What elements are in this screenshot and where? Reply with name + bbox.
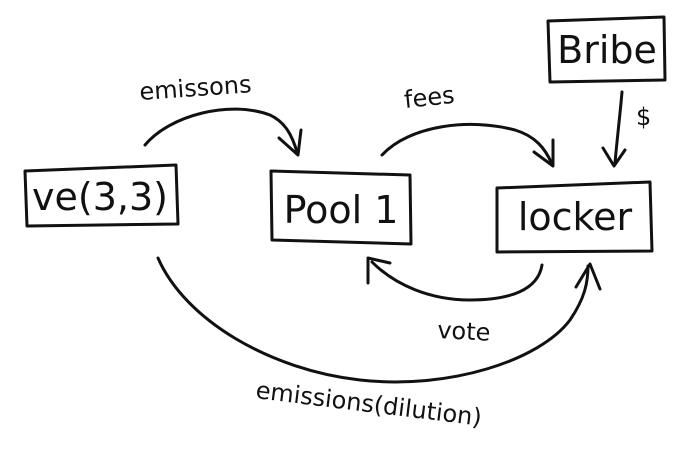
node-ve-border (23, 163, 180, 228)
node-bribe[interactable]: Bribe (546, 15, 667, 84)
edge-fees-line (380, 122, 554, 166)
node-locker-label: locker (518, 195, 633, 239)
node-bribe-border (546, 15, 667, 84)
edge-emissions-dilution-arrowhead (574, 262, 602, 291)
edge-emissions-dilution-label: emissions(dilution) (254, 376, 483, 432)
edge-bribe-payment-line (613, 90, 624, 165)
node-pool[interactable]: Pool 1 (269, 169, 413, 246)
edge-fees-label: fees (403, 81, 456, 114)
edge-emissions-arrowhead (277, 128, 303, 157)
edge-fees-arrowhead (532, 138, 555, 168)
edge-vote-line (370, 260, 544, 302)
edge-bribe-payment-label: $ (636, 103, 651, 131)
node-pool-border (269, 169, 413, 246)
edge-vote: vote (366, 256, 544, 347)
edge-emissions-dilution-line (156, 256, 590, 384)
node-locker[interactable]: locker (495, 180, 654, 254)
edge-emissions-label: emissons (138, 70, 252, 106)
node-pool-label: Pool 1 (284, 188, 399, 232)
edge-vote-arrowhead (366, 256, 392, 285)
edge-bribe-payment-arrowhead (601, 146, 627, 168)
edge-bribe-payment: $ (601, 90, 651, 168)
node-locker-border (495, 180, 654, 254)
edge-emissions-line (143, 107, 299, 154)
edge-emissions: emissons (138, 70, 303, 157)
node-ve-label: ve(3,3) (32, 175, 168, 219)
edge-fees: fees (380, 81, 555, 168)
node-bribe-label: Bribe (557, 28, 657, 72)
edge-vote-label: vote (437, 316, 491, 347)
node-ve[interactable]: ve(3,3) (23, 163, 180, 228)
